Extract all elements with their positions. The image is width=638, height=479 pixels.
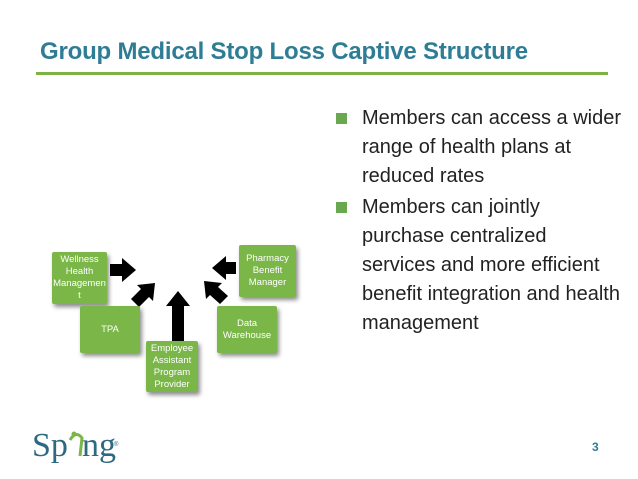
arrow-tpa <box>131 283 155 307</box>
svg-text:ng: ng <box>82 427 116 464</box>
bullet-text: Members can jointly purchase centralized… <box>362 196 620 334</box>
pharmacy-benefit-manager-box: Pharmacy Benefit Manager <box>239 245 296 297</box>
logo-leaf-icon <box>68 433 84 457</box>
bullet-square-icon <box>336 202 347 213</box>
pbm-box-label: Pharmacy Benefit Manager <box>246 253 289 288</box>
bullet-text: Members can access a wider range of heal… <box>362 107 621 187</box>
arrow-wellness <box>110 258 136 282</box>
eap-provider-box: Employee Assistant Program Provider <box>146 341 198 392</box>
eap-box-label: Employee Assistant Program Provider <box>150 342 194 390</box>
title-underline <box>36 72 608 75</box>
tpa-box-label: TPA <box>101 323 119 335</box>
data-warehouse-box: Data Warehouse <box>217 306 277 353</box>
wellness-box-label: Wellness Health Managemen t <box>53 254 106 301</box>
tpa-box: TPA <box>80 306 140 353</box>
logo-wordmark: Sp <box>32 427 68 464</box>
page-number: 3 <box>592 440 599 454</box>
arrow-pbm <box>212 256 236 280</box>
spring-logo: Sp ng ® <box>32 427 119 464</box>
bullet-item: Members can access a wider range of heal… <box>336 104 621 191</box>
arrow-eap <box>166 291 190 342</box>
bullet-list: Members can access a wider range of heal… <box>336 104 621 340</box>
logo-registered-mark: ® <box>114 441 119 448</box>
arrow-data-warehouse <box>204 281 228 304</box>
bullet-square-icon <box>336 113 347 124</box>
data-warehouse-box-label: Data Warehouse <box>222 317 272 341</box>
slide-title: Group Medical Stop Loss Captive Structur… <box>40 38 528 65</box>
bullet-item: Members can jointly purchase centralized… <box>336 193 621 338</box>
wellness-health-management-box: Wellness Health Managemen t <box>52 252 107 304</box>
